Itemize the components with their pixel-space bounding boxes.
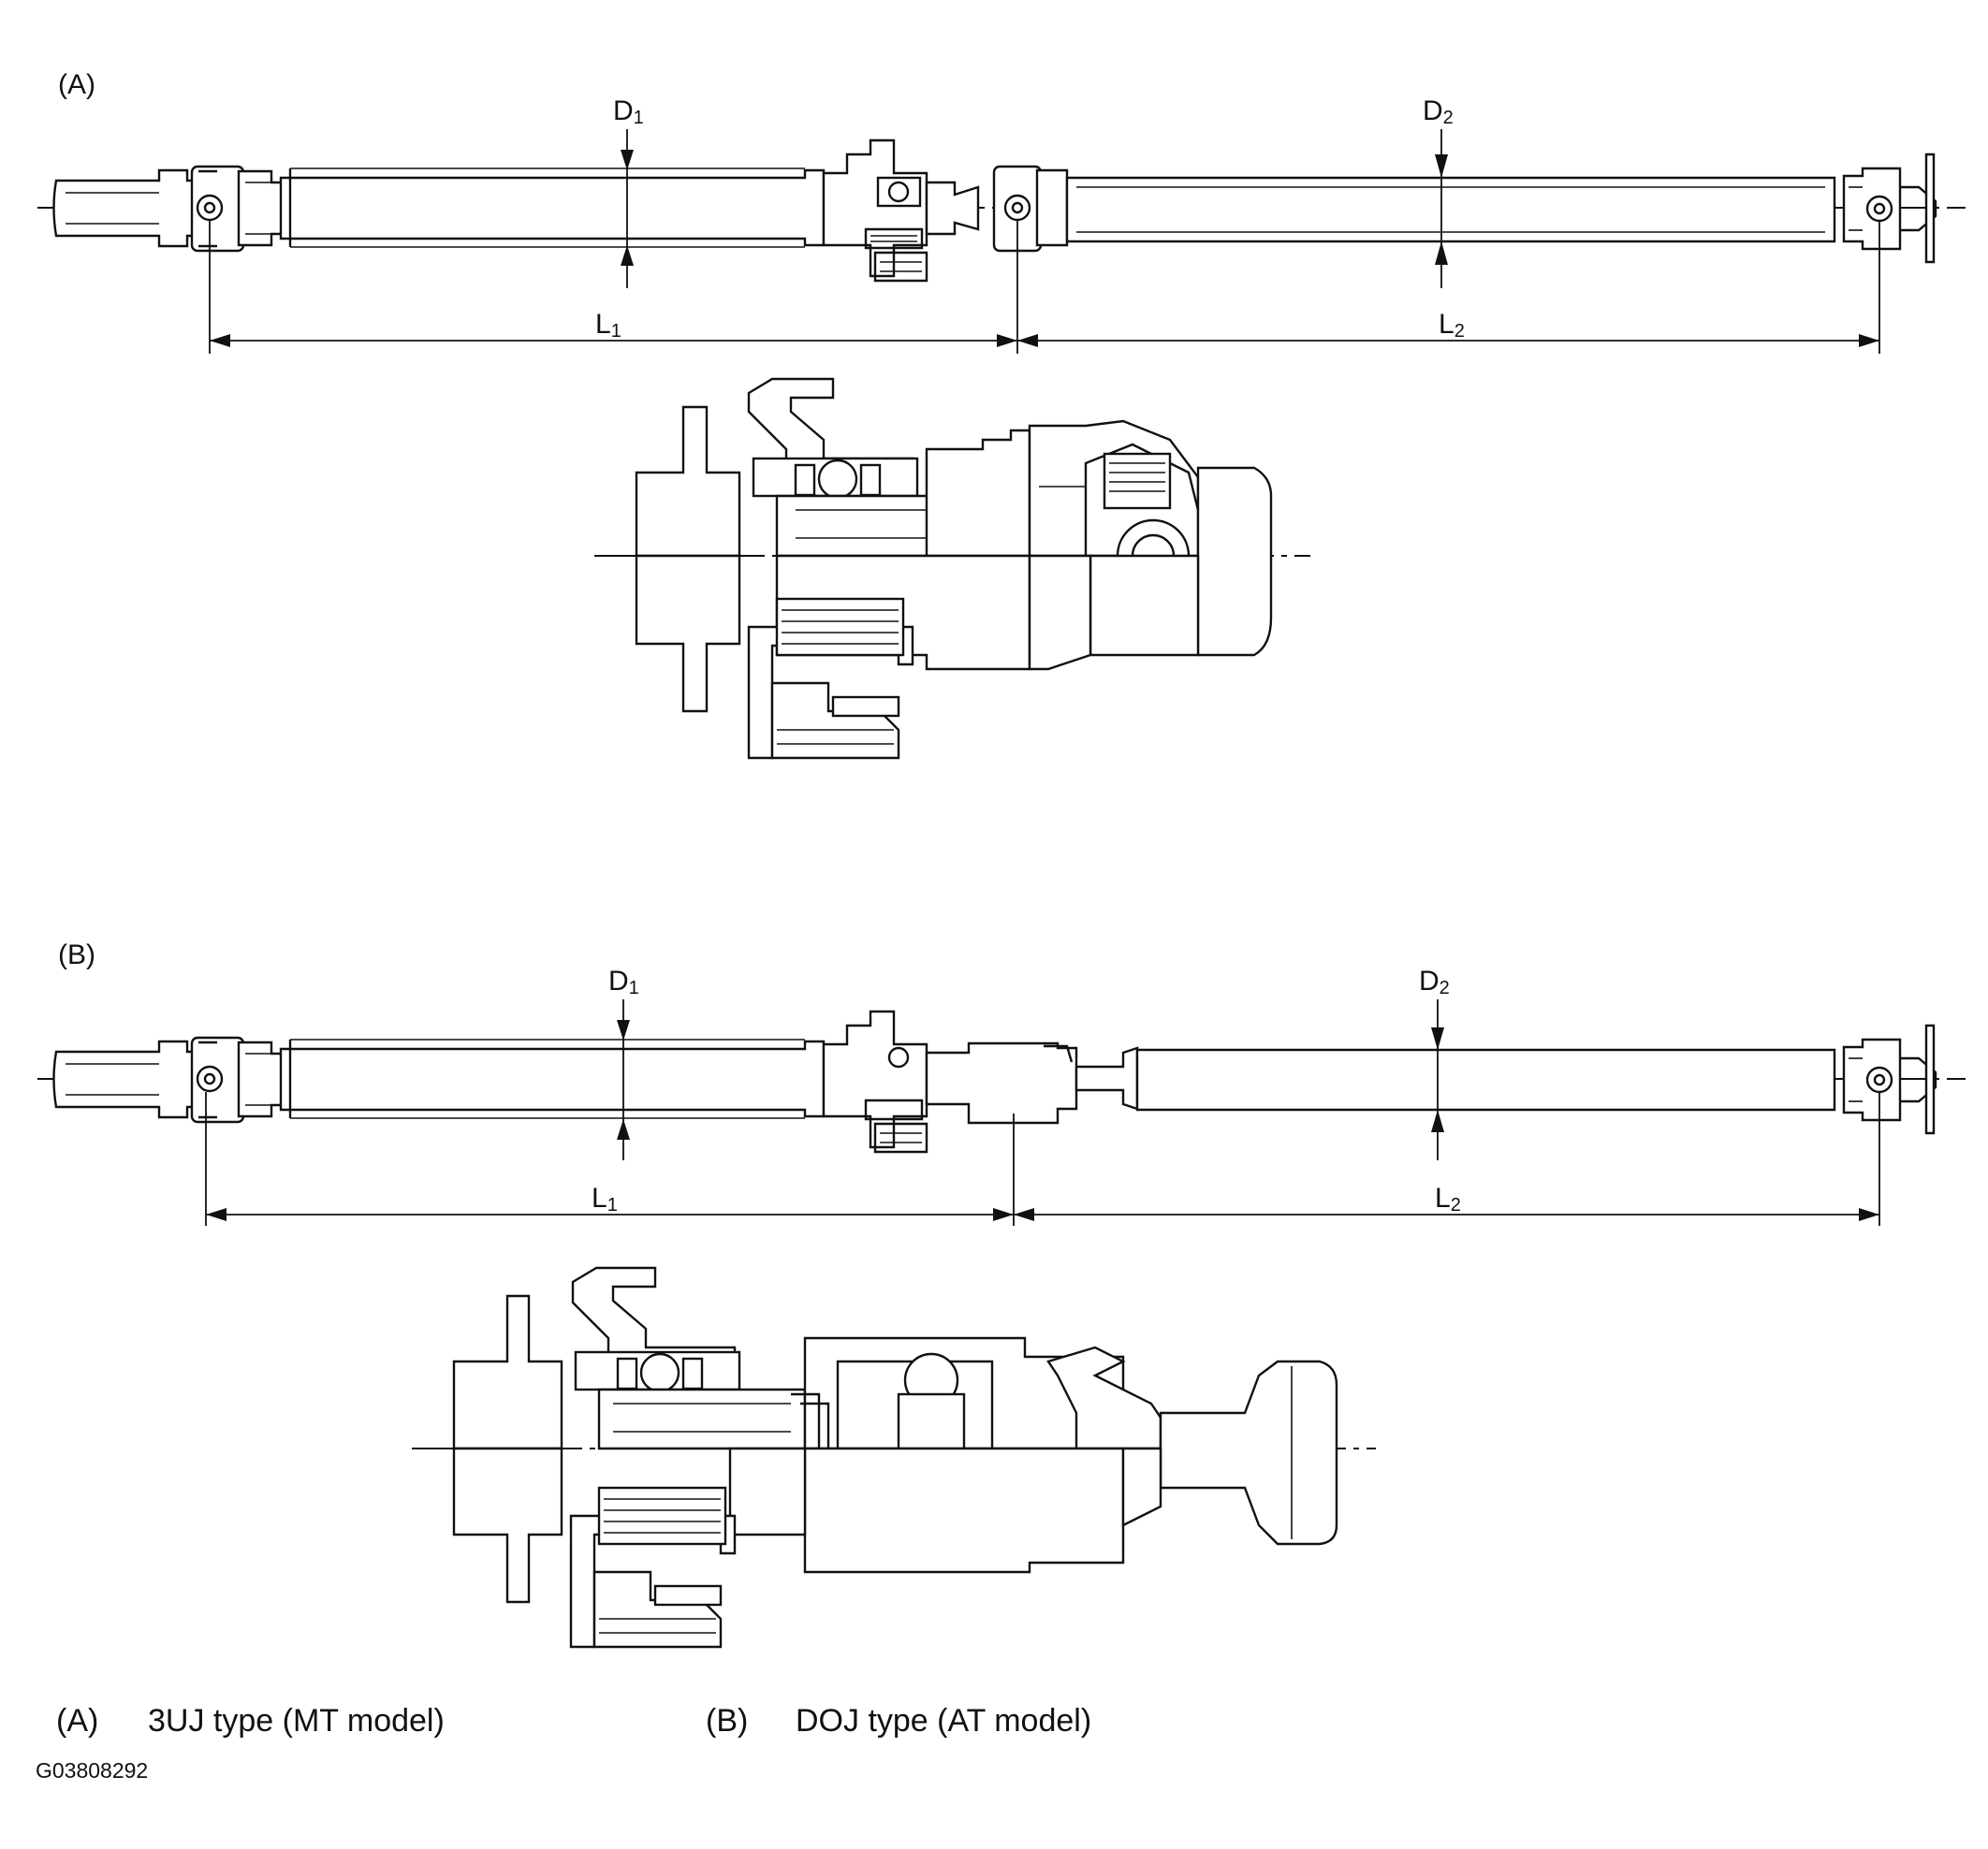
panel-b: (B)	[37, 939, 1966, 1649]
svg-text:D1: D1	[608, 966, 639, 998]
svg-text:L1: L1	[592, 1183, 618, 1216]
figure-code: G03808292	[36, 1758, 148, 1783]
legend-key-b: (B)	[706, 1703, 748, 1739]
svg-text:L2: L2	[1435, 1183, 1461, 1216]
detail-view-a	[594, 377, 1310, 760]
dimension-d2-a: D2	[1423, 95, 1454, 288]
legend: (A) 3UJ type (MT model) (B) DOJ type (AT…	[36, 1703, 1091, 1783]
shaft-assembly-b	[37, 1010, 1966, 1154]
dimension-l1-b: L1	[205, 1092, 1015, 1226]
svg-text:D2: D2	[1419, 966, 1450, 998]
panel-a-label: (A)	[58, 69, 95, 100]
dimension-l1-a: L1	[209, 221, 1018, 354]
dimension-d2-b: D2	[1419, 966, 1450, 1160]
legend-key-a: (A)	[56, 1703, 98, 1739]
legend-text-a: 3UJ type (MT model)	[148, 1703, 445, 1739]
dimension-l2-a: L2	[1017, 221, 1880, 354]
svg-text:D1: D1	[613, 95, 644, 128]
svg-text:L1: L1	[595, 309, 621, 342]
dimension-d1-b: D1	[608, 966, 639, 1160]
panel-b-label: (B)	[58, 939, 95, 970]
svg-text:D2: D2	[1423, 95, 1454, 128]
dimension-l2-b: L2	[1014, 1092, 1880, 1226]
shaft-assembly-a	[37, 138, 1966, 283]
dimension-d1-a: D1	[613, 95, 644, 288]
detail-view-b	[412, 1266, 1376, 1649]
panel-a: (A)	[37, 69, 1966, 760]
legend-text-b: DOJ type (AT model)	[796, 1703, 1091, 1739]
svg-text:L2: L2	[1439, 309, 1465, 342]
